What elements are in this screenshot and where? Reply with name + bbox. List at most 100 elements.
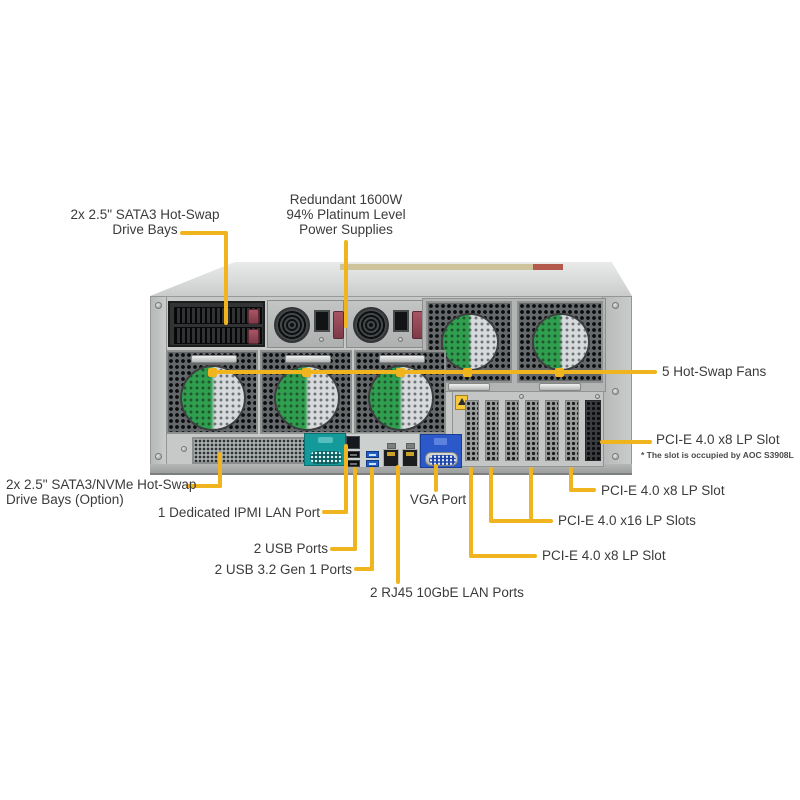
pcie-slot-3 <box>505 400 519 461</box>
pcie-slot-5 <box>545 400 559 461</box>
callout-usb32-v <box>370 467 374 571</box>
fan-blades <box>443 315 497 369</box>
drive-tray <box>174 327 262 344</box>
callout-fan-dot-5 <box>555 368 564 377</box>
callout-pcie-x8-upper-v <box>569 467 573 492</box>
pcie-slot-7-occupied <box>585 400 601 461</box>
psu-power-inlet <box>314 310 330 332</box>
rj45-lan-port-1 <box>383 449 399 467</box>
label-lan-ports: 2 RJ45 10GbE LAN Ports <box>370 585 524 600</box>
label-line: Drive Bays (Option) <box>6 492 124 507</box>
callout-usb-v <box>353 467 357 551</box>
hot-swap-drive-bays <box>168 301 265 347</box>
rj45-lan-port-2 <box>402 449 418 467</box>
pcie-slot-2 <box>485 400 499 461</box>
drive-tray-latch <box>248 309 259 324</box>
label-line: 94% Platinum Level <box>286 207 406 222</box>
fan-handle <box>285 355 331 363</box>
power-supply-2 <box>346 300 423 348</box>
bracket-chip <box>434 438 447 445</box>
callout-drive-bays-top-h <box>180 231 227 235</box>
label-vga-port: VGA Port <box>409 492 467 507</box>
pcie-slot-area <box>452 391 604 467</box>
label-fans: 5 Hot-Swap Fans <box>662 364 767 379</box>
psu-latch <box>333 311 344 339</box>
label-pcie-x8-upper: PCI-E 4.0 x8 LP Slot <box>601 483 725 498</box>
label-pcie-occupied-note: * The slot is occupied by AOC S3908L <box>641 450 794 460</box>
callout-psu-v <box>344 240 348 328</box>
screw <box>595 394 600 399</box>
callout-vga-v <box>434 464 438 492</box>
usb32-port-2 <box>366 460 379 467</box>
label-line: Redundant 1600W <box>289 192 403 207</box>
lan-icon <box>406 443 415 449</box>
psu-fan-grille <box>274 307 310 343</box>
left-bracket <box>150 296 167 468</box>
screw <box>319 337 324 342</box>
callout-fan-dot-3 <box>396 368 405 377</box>
psu-fan-grille <box>353 307 389 343</box>
label-usb32-ports: 2 USB 3.2 Gen 1 Ports <box>214 562 352 577</box>
callout-pcie-occupied-h <box>600 440 652 444</box>
screw <box>519 394 524 399</box>
screw <box>398 337 403 342</box>
callout-ipmi-v <box>344 444 348 514</box>
callout-rj45-v <box>396 465 400 584</box>
screw <box>612 302 619 309</box>
label-drive-bays-top: 2x 2.5" SATA3 Hot-Swap Drive Bays <box>55 207 235 237</box>
label-pcie-x16: PCI-E 4.0 x16 LP Slots <box>558 513 696 528</box>
callout-fan-dot-4 <box>463 368 472 377</box>
vga-port <box>425 452 458 466</box>
label-pcie-x8-lower: PCI-E 4.0 x8 LP Slot <box>542 548 666 563</box>
chassis-bottom-edge <box>150 464 632 475</box>
label-line: 2x 2.5" SATA3 Hot-Swap <box>70 207 220 222</box>
fan-blades <box>182 367 244 429</box>
callout-drive-bays-option-h <box>186 484 222 488</box>
callout-pcie-x8-upper-h <box>569 488 596 492</box>
drive-tray <box>174 307 262 324</box>
usb-port-1 <box>347 451 360 458</box>
drive-tray-latch <box>248 329 259 344</box>
label-line: Power Supplies <box>299 222 393 237</box>
callout-pcie-x16-h <box>489 519 553 523</box>
usb-port-2 <box>347 460 360 467</box>
label-pcie-occupied: PCI-E 4.0 x8 LP Slot <box>656 432 780 447</box>
lan-icon <box>387 443 396 449</box>
callout-drive-bays-option-v <box>218 452 222 488</box>
fan-handle <box>448 383 490 391</box>
lid-sticker-red <box>533 264 563 270</box>
psu-power-inlet <box>393 310 409 332</box>
callout-fan-dot-2 <box>302 368 311 377</box>
hot-swap-fan-2 <box>260 350 352 434</box>
callout-pcie-x16-v1 <box>489 467 493 523</box>
callout-pcie-x8-lower-v <box>469 467 473 558</box>
callout-pcie-x16-v2 <box>529 467 533 523</box>
screw <box>181 446 187 452</box>
hot-swap-fan-1 <box>166 350 258 434</box>
card-chip <box>318 437 333 443</box>
screw <box>612 453 619 460</box>
label-usb-ports: 2 USB Ports <box>253 541 328 556</box>
screw <box>612 388 619 395</box>
fan-blades <box>370 367 432 429</box>
vga-bracket <box>420 434 462 468</box>
label-line: Drive Bays <box>112 222 178 237</box>
callout-usb-h <box>330 547 357 551</box>
hot-swap-fan-3 <box>354 350 446 434</box>
optional-drive-bay-vent <box>192 437 306 464</box>
fan-handle <box>379 355 425 363</box>
callout-pcie-x8-lower-h <box>469 554 537 558</box>
callout-fans-h <box>210 370 657 374</box>
external-sas-connector <box>310 451 342 464</box>
pcie-slot-6 <box>565 400 579 461</box>
pcie-slot-1 <box>465 400 479 461</box>
fan-blades <box>276 367 338 429</box>
power-supply-1 <box>267 300 344 348</box>
expansion-card-teal <box>304 433 346 466</box>
pcie-slot-4 <box>525 400 539 461</box>
fan-blades <box>534 315 588 369</box>
label-drive-bays-option: 2x 2.5" SATA3/NVMe Hot-Swap Drive Bays (… <box>6 477 196 507</box>
lid-sticker <box>340 264 563 270</box>
callout-fan-dot-1 <box>208 368 217 377</box>
